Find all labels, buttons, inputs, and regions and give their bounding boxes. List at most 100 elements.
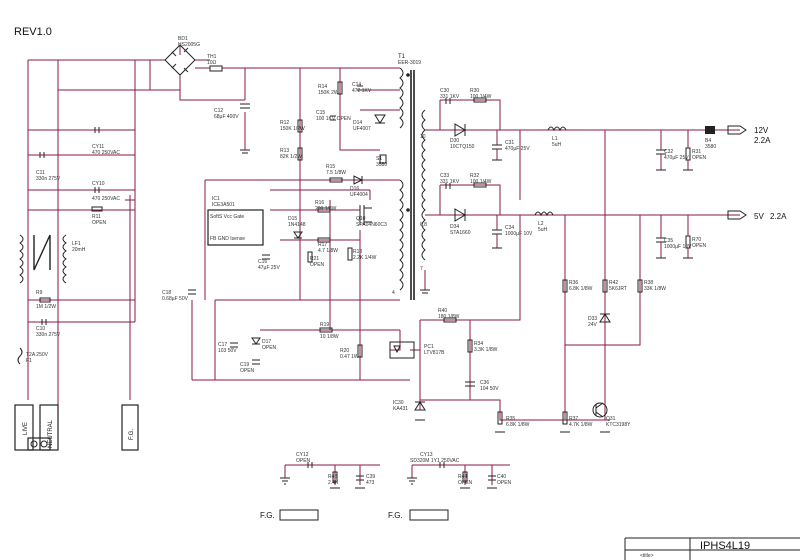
svg-text:1000µF 10V: 1000µF 10V bbox=[664, 244, 692, 250]
svg-text:R35: R35 bbox=[506, 416, 515, 422]
svg-text:10: 10 bbox=[420, 134, 426, 140]
resistor-r15: R15 7.5 1/8W bbox=[326, 164, 346, 183]
snubber-s1: S1 3580 bbox=[376, 154, 387, 168]
resistor-r42: R42 5K6JRT bbox=[602, 279, 627, 293]
svg-text:Q31: Q31 bbox=[606, 416, 616, 422]
svg-text:OPEN: OPEN bbox=[458, 480, 473, 486]
revision-label: REV1.0 bbox=[14, 26, 52, 38]
output-5v-voltage: 5V bbox=[754, 212, 764, 221]
svg-text:C35: C35 bbox=[664, 238, 673, 244]
output-12v-voltage: 12V bbox=[754, 126, 769, 135]
cap-cy11: CY11 470 250VAC bbox=[92, 127, 120, 156]
svg-text:STA1660: STA1660 bbox=[450, 230, 471, 236]
svg-text:0.47 1W: 0.47 1W bbox=[340, 354, 359, 360]
svg-text:100 1KV OPEN: 100 1KV OPEN bbox=[316, 116, 351, 122]
svg-text:150K 1/2W: 150K 1/2W bbox=[280, 126, 305, 132]
svg-text:1000µF 10V: 1000µF 10V bbox=[505, 231, 533, 237]
resistor-r11: R11 OPEN bbox=[91, 206, 107, 226]
cap-c31: C31 470µF 25V bbox=[492, 130, 530, 160]
svg-text:6.8K 1/8W: 6.8K 1/8W bbox=[506, 422, 530, 428]
svg-text:FB GND Isense: FB GND Isense bbox=[210, 236, 245, 242]
svg-text:200 1/8W: 200 1/8W bbox=[315, 206, 337, 212]
svg-text:C19: C19 bbox=[240, 362, 249, 368]
svg-text:R17: R17 bbox=[318, 242, 327, 248]
cap-c35: C35 1000µF 10V bbox=[656, 215, 692, 258]
diode-d30: D30 10CTQ150 bbox=[450, 123, 475, 150]
bead-b4: B4 3580 bbox=[705, 126, 716, 150]
ground-symbols bbox=[280, 159, 693, 489]
svg-text:R14: R14 bbox=[318, 84, 327, 90]
svg-text:R31: R31 bbox=[692, 149, 701, 155]
svg-text:C14: C14 bbox=[352, 82, 361, 88]
svg-text:C31: C31 bbox=[505, 140, 514, 146]
svg-text:R40: R40 bbox=[438, 308, 447, 314]
svg-text:0.68µF 50V: 0.68µF 50V bbox=[162, 296, 189, 302]
svg-text:24V: 24V bbox=[588, 322, 598, 328]
svg-text:CY13: CY13 bbox=[420, 452, 433, 458]
svg-text:472 1KV: 472 1KV bbox=[352, 88, 372, 94]
input-wiring bbox=[27, 59, 165, 430]
svg-text:7.5 1/8W: 7.5 1/8W bbox=[326, 170, 346, 176]
regulator-ic30: IC30 KA431 bbox=[393, 400, 426, 412]
resistor-r14: R14 150K 2W bbox=[318, 81, 343, 96]
svg-text:C34: C34 bbox=[505, 225, 514, 231]
resistor-r31: R31 OPEN bbox=[685, 130, 707, 170]
line-filter-lf1: LF1 20mH bbox=[19, 234, 86, 284]
cap-c14: C14 472 1KV bbox=[352, 82, 372, 94]
cap-c16: C16 47µF 25V bbox=[258, 254, 280, 271]
cap-c18: C18 0.68µF 50V bbox=[162, 289, 196, 302]
svg-text:KA431: KA431 bbox=[393, 406, 408, 412]
svg-text:T2A 250V: T2A 250V bbox=[26, 352, 49, 358]
output-12v: 12V 2.2A bbox=[727, 125, 771, 145]
svg-text:OPEN: OPEN bbox=[692, 155, 707, 161]
svg-text:OPEN: OPEN bbox=[497, 480, 512, 486]
svg-text:R11: R11 bbox=[92, 214, 101, 220]
svg-text:4.7K 1/8W: 4.7K 1/8W bbox=[569, 422, 593, 428]
svg-text:D30: D30 bbox=[450, 138, 459, 144]
svg-text:UF4007: UF4007 bbox=[353, 126, 371, 132]
svg-text:IC1: IC1 bbox=[212, 196, 220, 202]
output-5v-current: 2.2A bbox=[770, 212, 787, 221]
cap-c17: C17 103 50V bbox=[218, 342, 238, 354]
svg-text:R36: R36 bbox=[569, 280, 578, 286]
resistor-r21: R21 OPEN bbox=[307, 251, 325, 268]
svg-text:331 1KV: 331 1KV bbox=[440, 179, 460, 185]
svg-text:6.8K 1/8W: 6.8K 1/8W bbox=[569, 286, 593, 292]
svg-text:47µF 25V: 47µF 25V bbox=[258, 265, 280, 271]
cap-c15: C15 100 1KV OPEN bbox=[316, 110, 351, 122]
model-number: IPHS4L19 bbox=[700, 540, 750, 552]
svg-text:ICE3A501: ICE3A501 bbox=[212, 202, 235, 208]
diode-d17: D17 OPEN bbox=[251, 337, 277, 351]
resistor-r9: R9 1M 1/2W bbox=[36, 290, 56, 310]
svg-text:CY12: CY12 bbox=[296, 452, 309, 458]
svg-text:BD1: BD1 bbox=[178, 36, 188, 42]
primary-wiring bbox=[191, 68, 410, 381]
svg-text:3.3K 1/8W: 3.3K 1/8W bbox=[474, 347, 498, 353]
svg-text:EER-3019: EER-3019 bbox=[398, 60, 421, 66]
svg-text:473: 473 bbox=[366, 480, 375, 486]
svg-text:Q10: Q10 bbox=[356, 216, 366, 222]
svg-text:R13: R13 bbox=[280, 148, 289, 154]
svg-text:D17: D17 bbox=[262, 339, 271, 345]
svg-text:R37: R37 bbox=[569, 416, 578, 422]
diode-d16: D16 UF4004 bbox=[350, 175, 368, 198]
resistor-r38: R38 33K 1/8W bbox=[637, 279, 666, 293]
svg-text:R15: R15 bbox=[326, 164, 335, 170]
svg-text:7: 7 bbox=[420, 266, 423, 272]
inductor-l1: L1 5uH bbox=[547, 126, 567, 148]
svg-text:OPEN: OPEN bbox=[92, 220, 107, 226]
svg-text:R20: R20 bbox=[340, 348, 349, 354]
neutral-terminal-label: NEUTRAL bbox=[48, 419, 54, 448]
fg-left-label: F.G. bbox=[260, 511, 275, 520]
svg-text:180 1/8W: 180 1/8W bbox=[438, 314, 460, 320]
svg-text:IC30: IC30 bbox=[393, 400, 404, 406]
svg-text:C18: C18 bbox=[162, 290, 171, 296]
svg-text:103 50V: 103 50V bbox=[218, 348, 237, 354]
cap-c30: C30 331 1KV bbox=[440, 88, 460, 104]
resistor-r35: R35 6.8K 1/8W bbox=[497, 411, 530, 428]
svg-text:F1: F1 bbox=[26, 358, 32, 364]
svg-text:R32: R32 bbox=[470, 173, 479, 179]
svg-text:D34: D34 bbox=[450, 224, 459, 230]
svg-text:OPEN: OPEN bbox=[692, 243, 707, 249]
svg-text:OPEN: OPEN bbox=[296, 458, 311, 464]
